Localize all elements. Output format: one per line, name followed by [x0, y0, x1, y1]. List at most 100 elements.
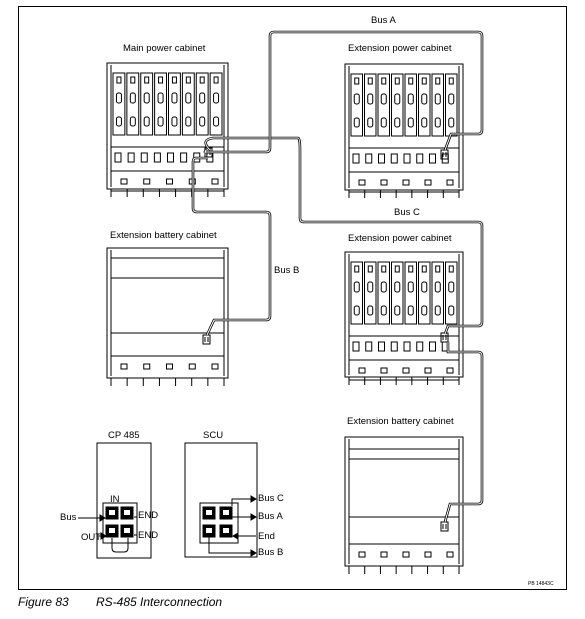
extension-power-cabinet-a-module-led [367, 77, 373, 85]
extension-power-cabinet-c-rectifier-module [391, 261, 404, 325]
main-power-cabinet-rectifier-module [181, 72, 195, 136]
extension-power-cabinet-a-module-handle [448, 117, 455, 128]
extension-power-cabinet-c-terminal [358, 367, 366, 374]
extension-power-cabinet-c-rectifier-module [350, 261, 363, 325]
bus-b-cable-core [192, 157, 271, 336]
main-power-cabinet-module-latch [171, 92, 178, 104]
main-power-cabinet-rectifier-module [195, 72, 209, 136]
extension-power-cabinet-a-terminal [358, 179, 366, 186]
cp485-in-jack-slot [109, 510, 115, 515]
extension-power-cabinet-a-module-latch [407, 93, 414, 105]
scu-bus-b-label: Bus B [258, 547, 284, 558]
main-power-cabinet-breaker [167, 152, 174, 163]
extension-power-cabinet-c-module-handle [421, 305, 428, 316]
extension-battery-cabinet-2-terminal [402, 551, 410, 558]
extension-power-cabinet-label: Extension power cabinet [348, 43, 452, 54]
extension-power-cabinet-a-breaker [378, 153, 385, 164]
cp485-label: CP 485 [108, 430, 140, 441]
extension-battery-cabinet-label: Extension battery cabinet [110, 230, 217, 241]
main-power-cabinet-module-handle [185, 116, 192, 127]
main-power-cabinet-module-led [130, 76, 136, 84]
extension-battery-cabinet-2-body [344, 436, 464, 567]
main-power-cabinet-module-handle [129, 116, 136, 127]
bus-c-cable-core [205, 137, 483, 335]
extension-power-cabinet-c-breaker [352, 341, 360, 352]
cp485-end-jack-slot [124, 510, 130, 515]
extension-power-cabinet-c-module-led [381, 265, 387, 273]
extension-power-cabinet-a-body [344, 63, 464, 191]
scu-end-label: End [258, 531, 275, 542]
bus-b-label: Bus B [274, 265, 300, 276]
cp485-board [96, 442, 152, 559]
scu-bus-b-line [208, 537, 254, 554]
cp485-in-label: IN [110, 494, 120, 505]
extension-power-cabinet-a-rectifier-module [350, 73, 363, 137]
main-power-cabinet-breaker [140, 152, 148, 163]
main-power-cabinet-terminal [120, 178, 128, 185]
cp485-bus-arrow-head [99, 514, 106, 522]
extension-power-cabinet-a-breaker [365, 153, 373, 164]
battery-2-rs485-connector [440, 521, 449, 532]
extension-power-cabinet-c-module-led [354, 265, 360, 273]
extension-power-cabinet-c-breaker [403, 341, 411, 352]
ext-a-rs485-connector [440, 149, 449, 160]
bus-a-label: Bus A [371, 15, 396, 26]
main-power-cabinet-module-led [116, 76, 122, 84]
main-power-cabinet-rectifier-module [112, 72, 126, 136]
extension-battery-cabinet-b-terminal [211, 363, 219, 370]
bus-c-label: Bus C [394, 207, 420, 218]
cp485-end-label: END [138, 530, 159, 541]
cp485-out-arrow-head [100, 532, 107, 540]
extension-power-cabinet-a-module-latch [380, 93, 387, 105]
extension-power-cabinet-c-module-latch [421, 281, 428, 293]
extension-power-cabinet-c-rectifier-module [377, 261, 390, 325]
main-power-cabinet-body [106, 62, 229, 190]
main-power-cabinet-rectifier-module [126, 72, 140, 136]
extension-power-cabinet-a-breaker [352, 153, 360, 164]
scu-board [184, 442, 258, 558]
extension-power-cabinet-c-module-latch [407, 281, 414, 293]
extension-power-cabinet-a-module-led [435, 77, 441, 85]
extension-power-cabinet-c-module-latch [353, 281, 360, 293]
main-power-cabinet-module-latch [213, 92, 220, 104]
extension-power-cabinet-c-rectifier-module [404, 261, 417, 325]
extension-power-cabinet-label: Extension power cabinet [348, 233, 452, 244]
extension-power-cabinet-a-module-led [394, 77, 400, 85]
bus-b-cable [191, 156, 272, 336]
extension-power-cabinet-c-rectifier-module [364, 261, 377, 325]
scu-bus-a-label: Bus A [258, 511, 283, 522]
extension-power-cabinet-a-module-led [381, 77, 387, 85]
cp485-bus-label: Bus [60, 512, 77, 523]
extension-battery-cabinet-2-terminal [380, 551, 388, 558]
extension-power-cabinet-c-module-led [408, 265, 414, 273]
main-power-cabinet-rectifier-module [168, 72, 181, 136]
scu-bus-c-line [231, 498, 254, 506]
extension-power-cabinet-a-module-handle [394, 117, 401, 128]
extension-power-cabinet-c-module-handle [367, 305, 374, 316]
extension-power-cabinet-a-module-latch [367, 93, 374, 105]
extension-power-cabinet-c-module-handle [380, 305, 387, 316]
extension-power-cabinet-a-rectifier-module [431, 73, 444, 137]
extension-battery-cabinet-b-terminal [120, 363, 128, 370]
main-power-cabinet-rectifier-module [140, 72, 154, 136]
extension-power-cabinet-a-module-led [408, 77, 414, 85]
main-power-cabinet-module-led [171, 76, 177, 84]
extension-power-cabinet-c-module-led [421, 265, 427, 273]
cp485-loopback-cable [111, 538, 129, 553]
scu-bus-c-arrow [250, 495, 257, 503]
extension-power-cabinet-a-breaker [403, 153, 411, 164]
extension-power-cabinet-c-module-latch [448, 281, 455, 293]
main-power-cabinet-label: Main power cabinet [123, 43, 206, 54]
figure-title: RS-485 Interconnection [96, 595, 223, 609]
bus-a-cable-core [204, 31, 483, 154]
main-power-cabinet-breaker [153, 152, 161, 163]
main-power-cabinet-module-led [213, 76, 219, 84]
extension-power-cabinet-a-module-handle [353, 117, 360, 128]
extension-power-cabinet-c-module-led [448, 265, 454, 273]
extension-power-cabinet-c-module-latch [367, 281, 374, 293]
extension-power-cabinet-c-rectifier-module [445, 261, 458, 325]
scu-end-arrow-head [232, 532, 239, 540]
figure-reference-code: PB 14843C [528, 581, 554, 587]
extension-power-cabinet-a-terminal [402, 179, 410, 186]
scu-bus-b-arrow [250, 549, 257, 557]
